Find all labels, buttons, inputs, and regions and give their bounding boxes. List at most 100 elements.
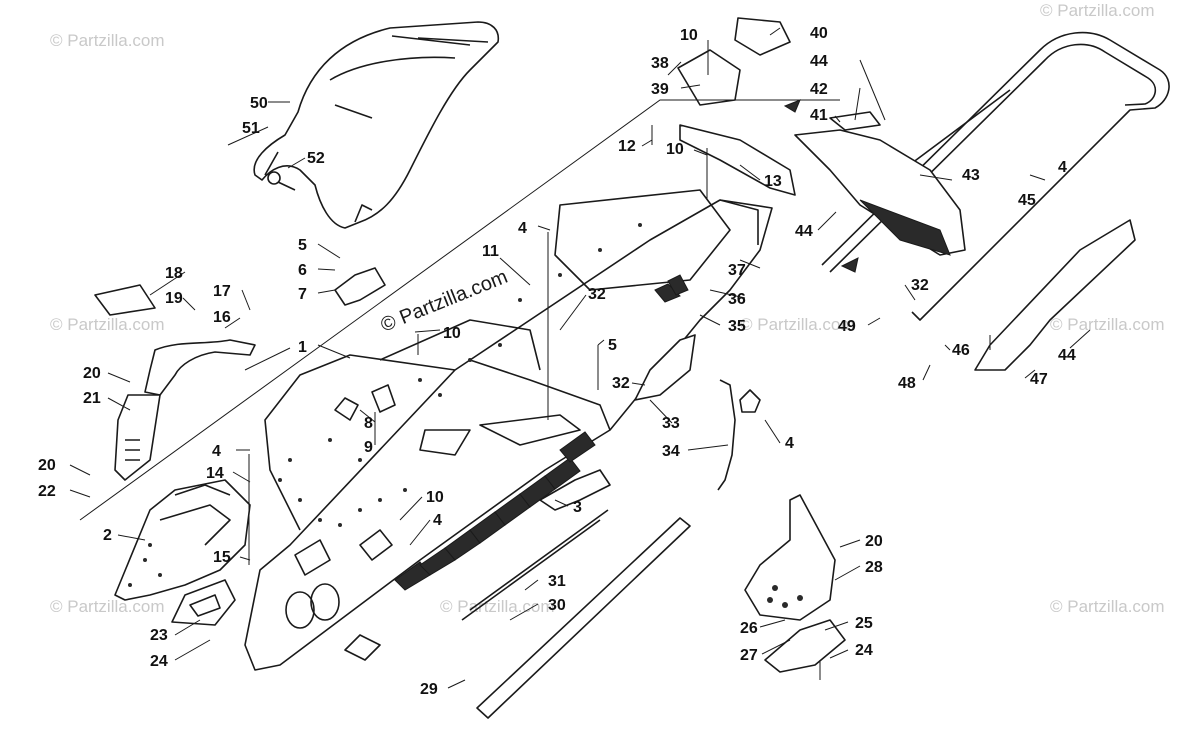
bracket-39 bbox=[677, 49, 741, 106]
callout-37: 37 bbox=[728, 262, 746, 279]
bracket-8 bbox=[334, 397, 359, 421]
plate-23 bbox=[171, 579, 236, 626]
washer-52 bbox=[277, 181, 296, 191]
callout-31: 31 bbox=[548, 573, 566, 590]
callout-10: 10 bbox=[443, 325, 461, 342]
callout-36: 36 bbox=[728, 291, 746, 308]
callout-13: 13 bbox=[764, 173, 782, 190]
callout-3: 3 bbox=[573, 499, 582, 516]
callout-49: 49 bbox=[838, 318, 856, 335]
callout-24: 24 bbox=[855, 642, 873, 659]
callout-25: 25 bbox=[855, 615, 873, 632]
callout-9: 9 bbox=[364, 439, 373, 456]
watermark: © Partzilla.com bbox=[50, 315, 165, 334]
seat bbox=[253, 21, 500, 229]
arrow-marker bbox=[783, 99, 801, 113]
callout-10: 10 bbox=[426, 489, 444, 506]
callout-33: 33 bbox=[662, 415, 680, 432]
callout-46: 46 bbox=[952, 342, 970, 359]
bracket-33 bbox=[634, 334, 696, 401]
callout-17: 17 bbox=[213, 283, 231, 300]
callout-45: 45 bbox=[1018, 192, 1036, 209]
callout-4: 4 bbox=[1058, 159, 1067, 176]
callout-24: 24 bbox=[150, 653, 168, 670]
callout-4: 4 bbox=[785, 435, 794, 452]
bracket-21-slots bbox=[125, 439, 140, 461]
rail-31 bbox=[461, 509, 609, 621]
bracket-21 bbox=[114, 394, 161, 481]
callout-38: 38 bbox=[651, 55, 669, 72]
callout-22: 22 bbox=[38, 483, 56, 500]
callout-7: 7 bbox=[298, 286, 307, 303]
callout-34: 34 bbox=[662, 443, 680, 460]
watermark: © Partzilla.com bbox=[50, 597, 165, 616]
rear-bumper bbox=[821, 31, 1170, 321]
tunnel bbox=[244, 189, 773, 671]
leader-lines bbox=[69, 27, 1091, 689]
bracket-3 bbox=[539, 469, 611, 511]
callout-6: 6 bbox=[298, 262, 307, 279]
callout-40: 40 bbox=[810, 25, 828, 42]
flap-47 bbox=[974, 219, 1136, 371]
clip-34 bbox=[739, 389, 761, 413]
bracket-9 bbox=[371, 384, 396, 413]
callouts: 50 51 52 5 6 7 1 8 9 10 11 4 32 5 12 10 … bbox=[38, 25, 1076, 698]
tunnel-vent-slots bbox=[394, 274, 689, 591]
watermark: © Partzilla.com bbox=[1050, 597, 1165, 616]
callout-44: 44 bbox=[810, 53, 828, 70]
callout-11: 11 bbox=[482, 243, 499, 260]
callout-26: 26 bbox=[740, 620, 758, 637]
callout-32: 32 bbox=[911, 277, 929, 294]
watermark: © Partzilla.com bbox=[50, 31, 165, 50]
callout-18: 18 bbox=[165, 265, 183, 282]
callout-39: 39 bbox=[651, 81, 669, 98]
watermark: © Partzilla.com bbox=[440, 597, 555, 616]
callout-51: 51 bbox=[242, 120, 260, 137]
strap-34 bbox=[717, 379, 736, 491]
callout-4: 4 bbox=[518, 220, 527, 237]
bracket-7 bbox=[334, 267, 386, 306]
callout-14: 14 bbox=[206, 465, 224, 482]
callout-1: 1 bbox=[298, 339, 307, 356]
callout-15: 15 bbox=[213, 549, 231, 566]
arrow-marker bbox=[840, 257, 859, 273]
callout-50: 50 bbox=[250, 95, 268, 112]
callout-10: 10 bbox=[680, 27, 698, 44]
callout-32: 32 bbox=[612, 375, 630, 392]
callout-20: 20 bbox=[83, 365, 101, 382]
taillight bbox=[794, 111, 966, 256]
callout-44: 44 bbox=[1058, 347, 1076, 364]
assembly-outline bbox=[79, 99, 840, 521]
callout-20: 20 bbox=[38, 457, 56, 474]
callout-35: 35 bbox=[728, 318, 746, 335]
callout-5: 5 bbox=[298, 237, 307, 254]
handle-16 bbox=[144, 339, 256, 396]
cover-40 bbox=[734, 17, 791, 56]
tunnel-rivets bbox=[278, 223, 642, 527]
callout-16: 16 bbox=[213, 309, 231, 326]
plate-28 bbox=[744, 494, 836, 621]
callout-23: 23 bbox=[150, 627, 168, 644]
callout-10: 10 bbox=[666, 141, 684, 158]
callout-52: 52 bbox=[307, 150, 325, 167]
callout-41: 41 bbox=[810, 107, 828, 124]
callout-44: 44 bbox=[795, 223, 813, 240]
callout-47: 47 bbox=[1030, 371, 1048, 388]
callout-4: 4 bbox=[433, 512, 442, 529]
callout-42: 42 bbox=[810, 81, 828, 98]
cover-25 bbox=[764, 619, 846, 673]
callout-43: 43 bbox=[962, 167, 980, 184]
callout-29: 29 bbox=[420, 681, 438, 698]
cap-18 bbox=[94, 284, 156, 316]
bracket-13 bbox=[679, 124, 796, 196]
plate-23-detail bbox=[189, 594, 221, 617]
callout-30: 30 bbox=[548, 597, 566, 614]
callout-21: 21 bbox=[83, 390, 101, 407]
nut-52 bbox=[267, 171, 281, 185]
watermark: © Partzilla.com bbox=[1040, 1, 1155, 20]
callout-28: 28 bbox=[865, 559, 883, 576]
rail-30 bbox=[476, 517, 691, 719]
callout-2: 2 bbox=[103, 527, 112, 544]
callout-19: 19 bbox=[165, 290, 183, 307]
